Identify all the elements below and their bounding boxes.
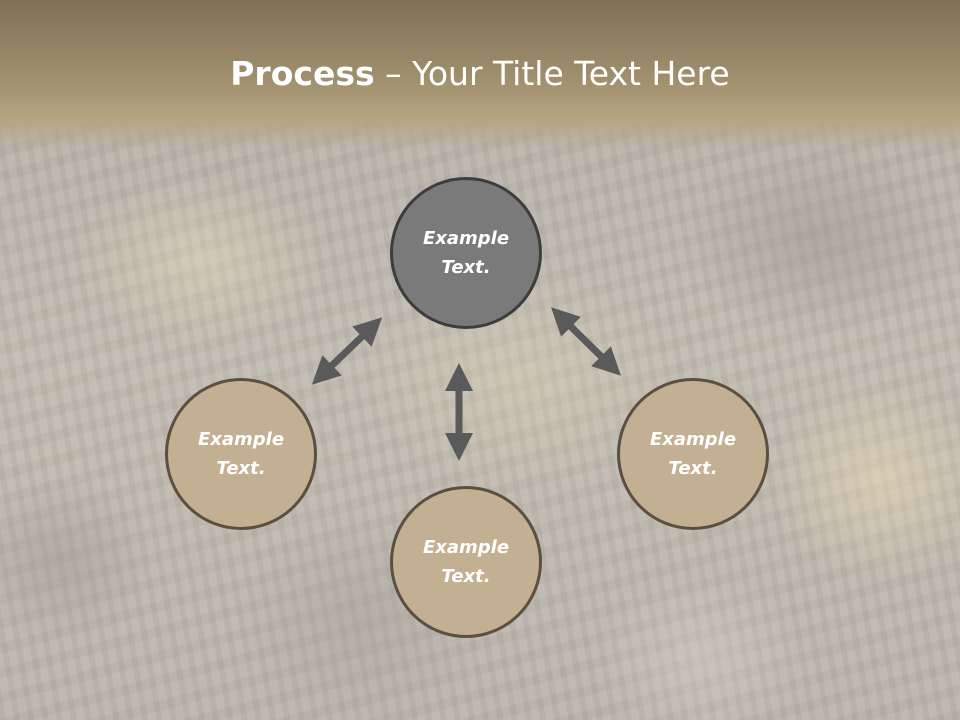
process-node-center[interactable]: Example Text.: [390, 177, 542, 329]
process-node-left[interactable]: Example Text.: [165, 378, 317, 530]
title-rest-part: – Your Title Text Here: [374, 54, 730, 93]
double-arrow-icon: [551, 307, 621, 376]
slide-title[interactable]: Process – Your Title Text Here: [0, 52, 960, 96]
double-arrow-icon: [311, 317, 383, 385]
process-node-right[interactable]: Example Text.: [617, 378, 769, 530]
title-bold-part: Process: [230, 54, 375, 93]
title-band: [0, 0, 960, 150]
process-node-bottom[interactable]: Example Text.: [390, 486, 542, 638]
